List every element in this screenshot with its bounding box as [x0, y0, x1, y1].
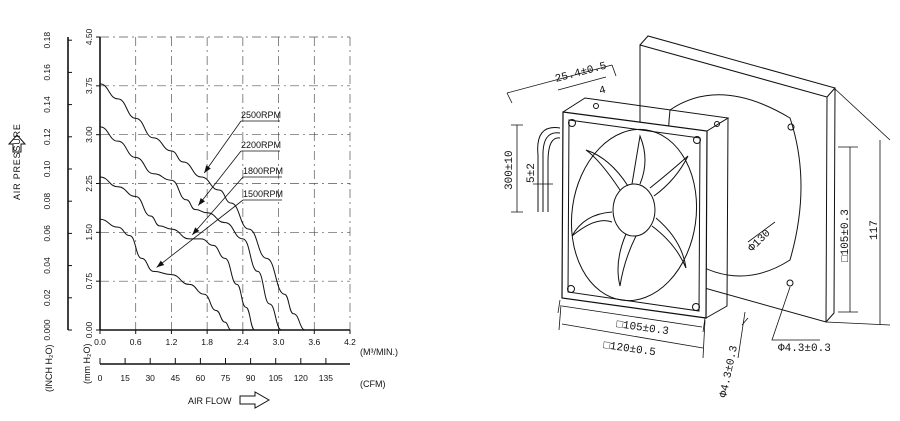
inch-tick-label: 0.06 [42, 225, 52, 242]
performance-chart: 0.0 0.6 1.2 1.8 2.4 3.0 3.6 4.2 0.00 0.75 1.50 2.25… [7, 28, 398, 409]
x-tick-label: 1.8 [201, 337, 213, 347]
series-label: 1500RPM [243, 189, 283, 199]
series-label: 2200RPM [241, 140, 281, 150]
series-line-1800rpm [99, 176, 256, 331]
lead-wire [542, 132, 561, 212]
dimension-drawing: 25.4±0.5 4 300±10 5±2 □105±0.3 □120±0.5 … [504, 35, 891, 399]
y-tick-label: 4.50 [84, 28, 94, 45]
cfm-tick-label: 60 [196, 373, 206, 383]
cfm-tick-label: 105 [269, 373, 283, 383]
y-axis-title: AIR PRESSURE [12, 123, 22, 200]
lead-wire [547, 137, 561, 212]
inch-tick-label: 0.14 [42, 96, 52, 113]
cfm-tick-label: 75 [221, 373, 231, 383]
chart-ticks: 0.0 0.6 1.2 1.8 2.4 3.0 3.6 4.2 0.00 0.75 1.50 2.25… [42, 28, 356, 383]
plate-hole-icon [787, 123, 795, 131]
inch-tick-label: 0.04 [42, 257, 52, 274]
x-axis-title: AIR FLOW [188, 396, 232, 406]
x-unit-primary: (M³/MIN.) [360, 347, 398, 357]
series-arrow-icon [156, 260, 165, 268]
series-arrow-icon [192, 227, 200, 235]
series-leader-line [197, 150, 242, 206]
dim-hole-pitch-top: □105±0.3 [615, 319, 669, 338]
cfm-tick-label: 15 [120, 373, 130, 383]
chart-series [99, 83, 306, 331]
mount-hole-icon [714, 121, 720, 127]
inch-tick-label: 0.16 [42, 64, 52, 81]
dim-hole-pitch-side: □105±0.3 [840, 209, 852, 262]
dim-lead-length: 300±10 [504, 150, 516, 190]
dim-frame-top: □120±0.5 [602, 340, 656, 359]
mount-hole-icon [568, 119, 576, 127]
x-tick-label: 3.0 [273, 337, 285, 347]
cfm-tick-label: 0 [98, 373, 103, 383]
cfm-tick-label: 135 [319, 373, 333, 383]
fan-blade [585, 149, 629, 191]
cfm-tick-label: 120 [294, 373, 308, 383]
fan-hub [612, 183, 656, 237]
x-tick-label: 4.2 [344, 337, 356, 347]
fan-blade [631, 134, 646, 185]
mount-hole-icon [692, 303, 700, 311]
cfm-tick-label: 30 [145, 373, 155, 383]
right-arrow-icon [239, 391, 271, 409]
y-unit-mm: (mm H₂O) [82, 344, 92, 384]
x-unit-secondary: (CFM) [360, 379, 386, 389]
series-leader-line [203, 120, 242, 174]
dim-flange: 4 [598, 84, 608, 97]
fan-blade [617, 233, 637, 287]
cfm-tick-label: 45 [171, 373, 181, 383]
series-leader-line [191, 176, 244, 236]
y-tick-label: 3.00 [84, 126, 94, 143]
mount-hole-icon [693, 136, 701, 144]
series-line-1500rpm [99, 218, 232, 331]
dimension-lines [506, 64, 891, 359]
x-tick-label: 0.0 [94, 337, 106, 347]
series-label: 1800RPM [243, 166, 283, 176]
inch-tick-label: 0.02 [42, 289, 52, 306]
dim-frame-side: 117 [869, 220, 881, 240]
series-label: 2500RPM [241, 110, 281, 120]
fan-blade [649, 155, 689, 197]
y-tick-label: 1.50 [84, 224, 94, 241]
series-leader-line [156, 199, 244, 268]
dim-hole-left: Φ4.3±0.3 [718, 345, 741, 399]
mount-hole-icon [567, 285, 575, 293]
dim-strip: 5±2 [526, 163, 538, 183]
fan-opening [570, 128, 698, 302]
y-unit-inch: (INCH H₂O) [44, 345, 54, 393]
inch-tick-label: 0.10 [42, 160, 52, 177]
inch-tick-label: 0.12 [42, 128, 52, 145]
x-tick-label: 2.4 [237, 337, 249, 347]
x-tick-label: 0.6 [130, 337, 142, 347]
series-arrow-icon [204, 165, 211, 173]
inch-tick-label: 0.000 [42, 319, 52, 341]
cfm-tick-label: 90 [246, 373, 256, 383]
fan-blade [651, 217, 687, 269]
y-tick-label: 0.00 [84, 321, 94, 338]
dim-hole-right: Φ4.3±0.3 [778, 343, 831, 355]
chart-series-labels: 2500RPM 2200RPM 1800RPM 1500RPM [156, 110, 283, 268]
chart-grid [100, 36, 351, 330]
inch-tick-label: 0.08 [42, 193, 52, 210]
dim-thickness: 25.4±0.5 [554, 61, 608, 86]
up-arrow-icon [7, 134, 27, 153]
lead-wire [537, 127, 561, 212]
series-arrow-icon [198, 197, 206, 206]
inch-tick-label: 0.18 [42, 32, 52, 49]
x-tick-label: 3.6 [308, 337, 320, 347]
fan-frame [537, 97, 730, 319]
series-line-2500rpm [99, 83, 306, 331]
plate-hole-icon [786, 279, 794, 287]
y-tick-label: 0.75 [84, 273, 94, 290]
y-tick-label: 2.25 [84, 175, 94, 192]
mount-hole-icon [593, 103, 599, 109]
x-tick-label: 1.2 [166, 337, 178, 347]
fan-blade [571, 211, 613, 237]
y-tick-label: 3.75 [84, 77, 94, 94]
series-line-2200rpm [99, 126, 282, 331]
